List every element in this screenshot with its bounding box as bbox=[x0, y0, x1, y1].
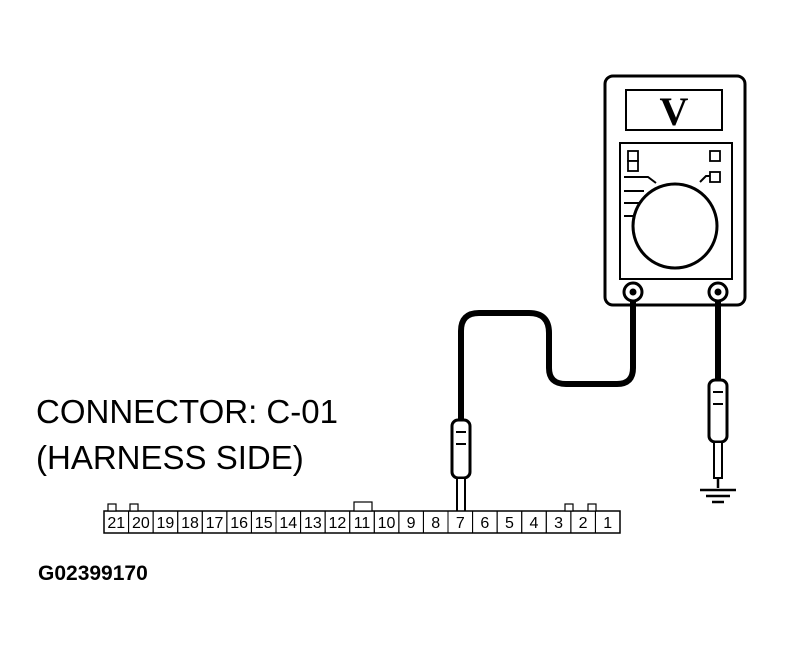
indicator-square-icon bbox=[709, 171, 721, 183]
connector-pin-label: 4 bbox=[530, 515, 539, 532]
range-marks-icon bbox=[624, 175, 710, 217]
probe-grip-right bbox=[713, 391, 723, 405]
test-lead-right bbox=[707, 301, 729, 479]
connector-tab bbox=[107, 503, 117, 512]
connector-pin-label: 14 bbox=[279, 515, 297, 532]
probe-handle-left[interactable] bbox=[450, 418, 472, 480]
connector-pin-label: 6 bbox=[480, 515, 489, 532]
connector-pin-label: 21 bbox=[107, 515, 125, 532]
meter-display bbox=[625, 89, 723, 131]
test-lead-left bbox=[450, 301, 636, 513]
connector-tab bbox=[129, 503, 139, 512]
connector-pin-label: 8 bbox=[431, 515, 440, 532]
connector-pin-label: 11 bbox=[354, 515, 371, 532]
probe-tip-left bbox=[456, 477, 466, 513]
connector-side-label: (HARNESS SIDE) bbox=[36, 439, 304, 476]
rotary-dial-icon[interactable] bbox=[631, 182, 719, 270]
figure-id: G02399170 bbox=[38, 562, 148, 585]
connector-pin-1[interactable] bbox=[594, 510, 621, 534]
connector-pin-label: 2 bbox=[579, 515, 588, 532]
connector-pin-label: 12 bbox=[329, 515, 347, 532]
probe-handle-right[interactable] bbox=[707, 378, 729, 444]
connector-pin-label: 16 bbox=[230, 515, 248, 532]
multimeter: V bbox=[603, 74, 747, 307]
connector-pin-label: 9 bbox=[407, 515, 416, 532]
ground-icon bbox=[700, 478, 736, 504]
connector-pin-label: 13 bbox=[304, 515, 322, 532]
probe-grip-left bbox=[456, 431, 466, 445]
meter-mode-symbol: V bbox=[660, 89, 689, 134]
connector-pin-label: 3 bbox=[554, 515, 563, 532]
connector-pin-label: 17 bbox=[206, 515, 224, 532]
connector-pin-label: 18 bbox=[181, 515, 199, 532]
probe-tip-right bbox=[713, 441, 723, 479]
connector-lock-tab bbox=[353, 501, 373, 512]
connector-pin-label: 1 bbox=[603, 515, 612, 532]
connector-pin-label: 19 bbox=[157, 515, 175, 532]
connector-tab bbox=[564, 503, 574, 512]
connector-pin-label: 7 bbox=[456, 515, 465, 532]
connector-pin-label: 5 bbox=[505, 515, 514, 532]
lead-wire-left bbox=[458, 301, 636, 420]
connector-title: CONNECTOR: C-01 bbox=[36, 393, 338, 430]
indicator-square-icon bbox=[627, 150, 639, 162]
connector-pin-label: 10 bbox=[378, 515, 396, 532]
indicator-square-icon bbox=[627, 160, 639, 172]
indicator-square-icon bbox=[709, 150, 721, 162]
connector-pin-label: 15 bbox=[255, 515, 273, 532]
com-jack-core bbox=[629, 288, 637, 296]
connector-tab bbox=[587, 503, 597, 512]
volt-jack-core bbox=[714, 288, 722, 296]
connector-pin-label: 20 bbox=[132, 515, 150, 532]
